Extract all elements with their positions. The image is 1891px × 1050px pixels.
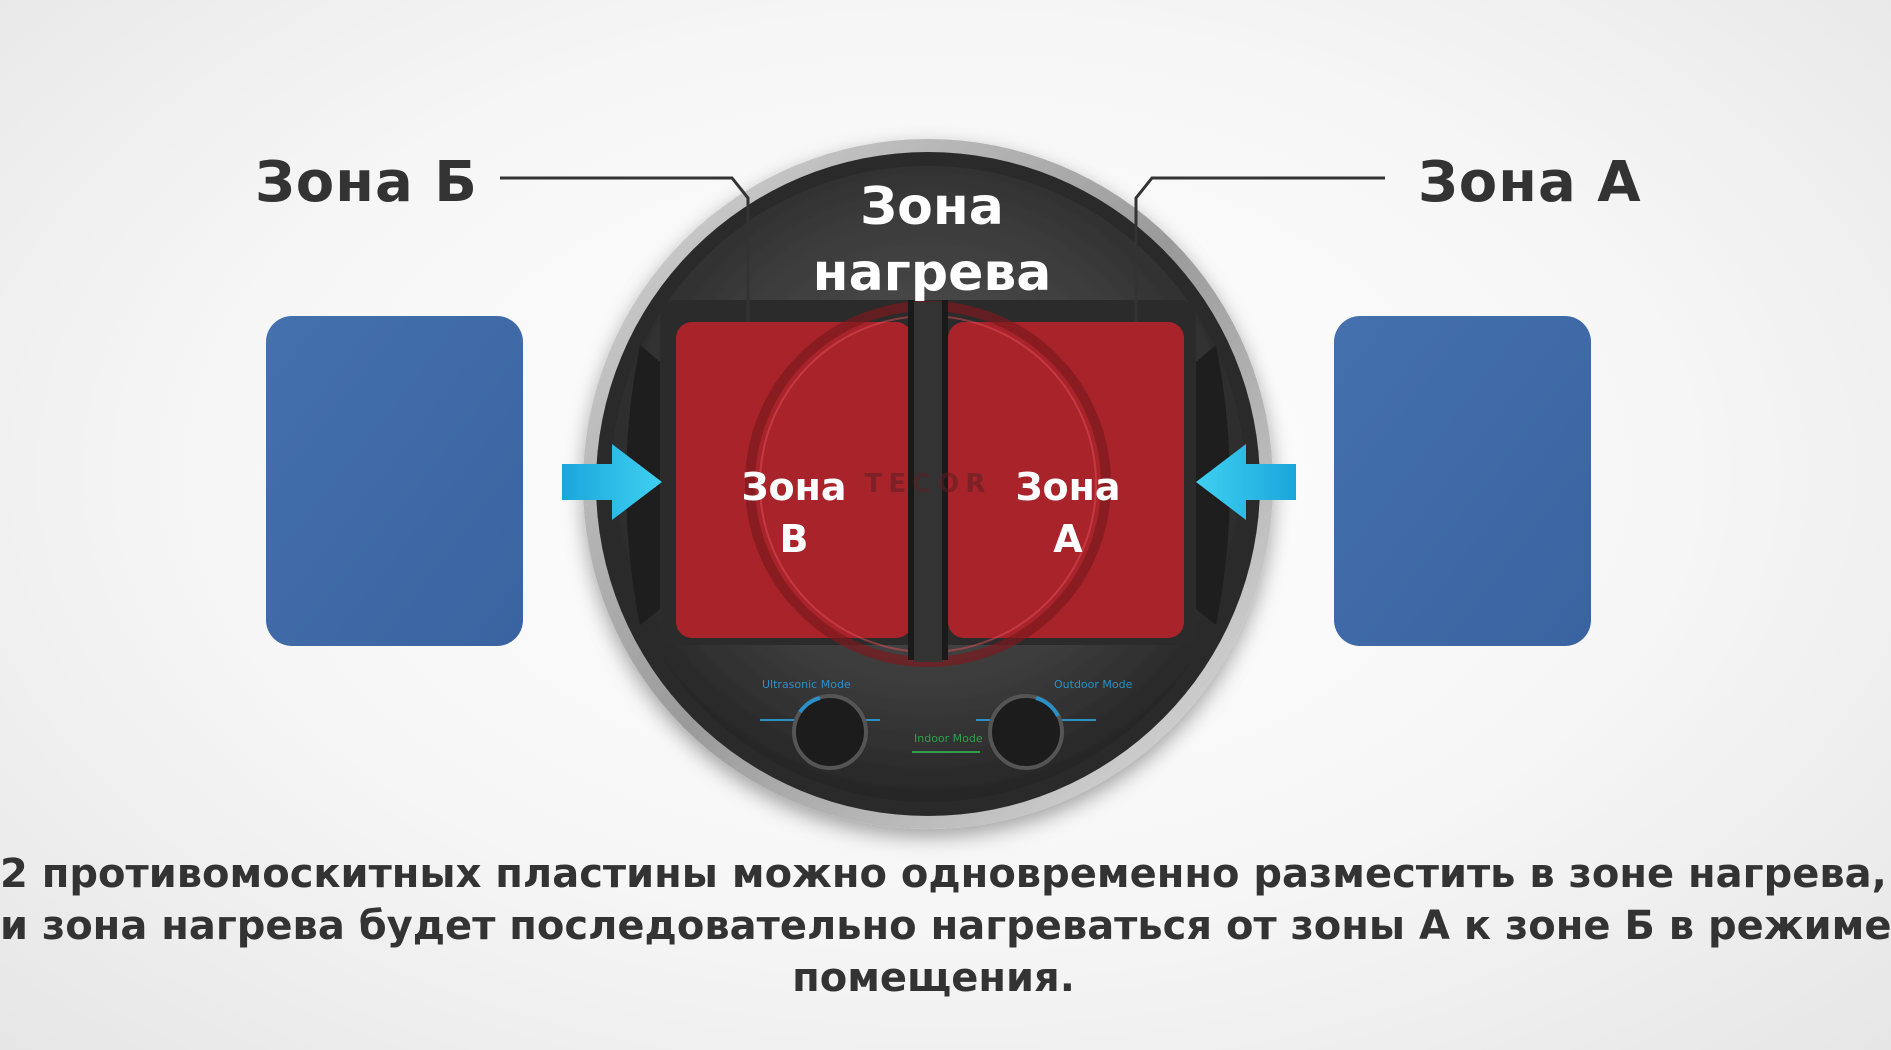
caption-line-2: и зона нагрева будет последовательно наг… (0, 903, 1891, 949)
zone-b-label: Зона Б (255, 150, 478, 215)
heating-zone-title-line1: Зона (860, 177, 1004, 237)
brand-watermark: TECOR (865, 469, 992, 499)
center-divider (914, 302, 942, 662)
inner-zone-right-label-line2: А (1053, 517, 1083, 561)
knob-right-indicator (1035, 696, 1060, 718)
heating-zone-left (676, 322, 912, 638)
leader-line-zone-b (500, 176, 750, 322)
arrow-left-icon (1196, 444, 1296, 520)
heating-zone-title-line2: нагрева (813, 243, 1052, 303)
inner-zone-left-label-line1: Зона (741, 465, 846, 509)
mosquito-plate-left (266, 316, 523, 646)
caption-line-1: 2 противомоскитных пластины можно одновр… (0, 851, 1887, 897)
mode-label-left: Ultrasonic Mode (762, 678, 851, 691)
control-panel: Ultrasonic Mode Outdoor Mode Indoor Mode (760, 678, 1133, 770)
inner-zone-left-label-line2: В (780, 517, 809, 561)
mode-label-right: Outdoor Mode (1054, 678, 1133, 691)
heating-zone-right (948, 322, 1184, 638)
caption: 2 противомоскитных пластины можно одновр… (0, 848, 1891, 1004)
divider-edge-right (942, 300, 948, 660)
mosquito-plate-right (1334, 316, 1591, 646)
knob-left[interactable] (792, 694, 868, 770)
knob-left-indicator (798, 696, 821, 714)
knob-right[interactable] (988, 694, 1064, 770)
mode-label-center: Indoor Mode (914, 732, 983, 745)
arrow-right-icon (562, 444, 662, 520)
inner-zone-right-label-line1: Зона (1015, 465, 1120, 509)
leader-line-zone-a (1134, 176, 1385, 322)
divider-edge-left (908, 300, 914, 660)
caption-line-3: помещения. (792, 955, 1075, 1001)
zone-a-label: Зона А (1418, 150, 1642, 215)
